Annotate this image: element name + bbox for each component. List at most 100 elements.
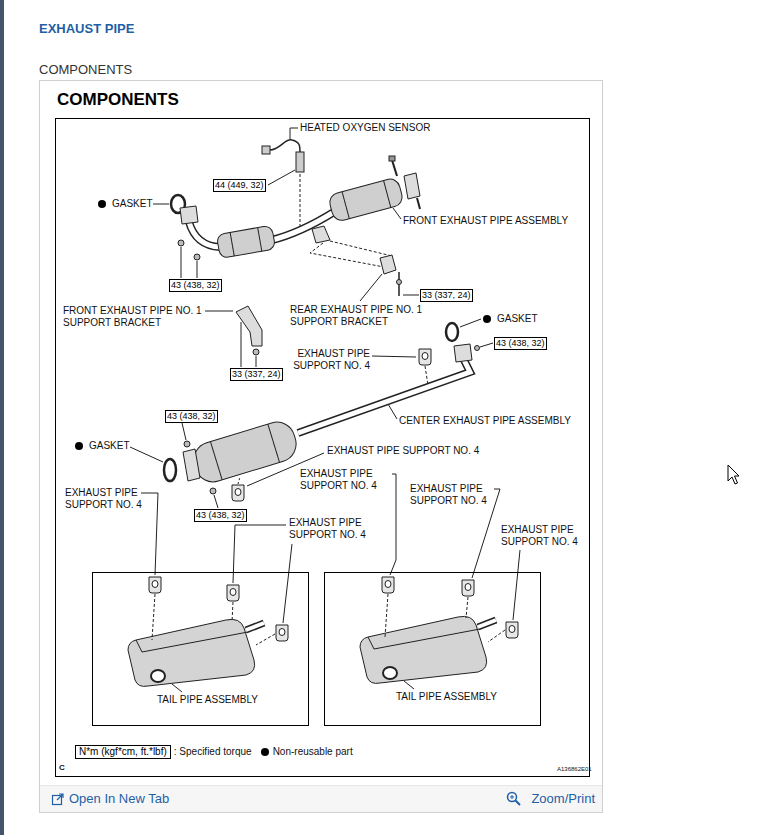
center-exhaust-pipe: [419, 349, 431, 365]
front-exhaust-pipe: [310, 241, 392, 267]
inset-box: TAIL PIPE ASSEMBLY: [92, 572, 309, 726]
part-name: EXHAUST PIPE SUPPORT NO. 4: [285, 348, 370, 372]
front-exhaust-pipe: [300, 174, 301, 226]
tail-pipe-assembly: [141, 493, 158, 575]
center-exhaust-pipe: [454, 344, 472, 362]
center-exhaust-pipe: [268, 424, 280, 462]
tail-pipe-assembly: [513, 550, 520, 620]
tail-pipe-assembly: [246, 623, 264, 630]
front-exhaust-pipe: [98, 128, 420, 367]
center-exhaust-pipe: [446, 323, 458, 341]
front-exhaust-pipe: [258, 228, 262, 252]
center-exhaust-pipe: [480, 343, 493, 347]
part-name: REAR EXHAUST PIPE NO. 1 SUPPORT BRACKET: [290, 304, 440, 328]
front-exhaust-pipe: [178, 240, 184, 246]
tail-pipe-assembly: [246, 623, 264, 630]
page-title: EXHAUST PIPE: [39, 21, 134, 37]
tail-pipe-assembly: [151, 670, 165, 682]
torque-box: 43 (438, 32): [165, 410, 218, 423]
front-exhaust-pipe: [153, 204, 169, 205]
front-exhaust-pipe: [216, 225, 275, 258]
torque-box: 44 (449, 32): [213, 179, 266, 192]
torque-value: 43 (438, 32): [167, 411, 216, 422]
page-frame: [56, 119, 590, 777]
part-name: FRONT EXHAUST PIPE NO. 1 SUPPORT BRACKET: [63, 305, 213, 329]
tail-pipe-assembly: [360, 616, 487, 683]
legend-text: : Specified torque: [174, 746, 252, 758]
part-name: GASKET: [89, 440, 130, 452]
front-exhaust-pipe: [189, 222, 220, 247]
front-exhaust-pipe: [189, 222, 220, 247]
front-exhaust-pipe: [216, 225, 275, 258]
tail-pipe-assembly: [232, 602, 233, 622]
page-frame: [0, 0, 602, 835]
page-frame: [40, 785, 602, 786]
figure-mark: C: [59, 763, 65, 772]
center-exhaust-pipe: [184, 441, 190, 447]
link-text: Open In New Tab: [69, 791, 169, 806]
page-subheading: COMPONENTS: [39, 62, 132, 78]
page-frame: [40, 785, 602, 812]
front-exhaust-pipe: [312, 226, 330, 243]
front-exhaust-pipe: [380, 255, 396, 274]
tail-pipe-assembly: [276, 625, 288, 641]
center-exhaust-pipe: [164, 459, 176, 481]
tail-pipe-assembly: [382, 577, 394, 593]
torque-box: 33 (337, 24): [420, 289, 473, 302]
front-exhaust-pipe: [268, 170, 295, 185]
tail-pipe-assembly: [404, 681, 414, 689]
link-text: Zoom/Print: [531, 791, 595, 806]
torque-box: 43 (438, 32): [494, 337, 547, 350]
front-exhaust-pipe: [270, 140, 300, 152]
center-exhaust-pipe: [483, 315, 491, 323]
part-name: HEATED OXYGEN SENSOR: [300, 122, 430, 134]
front-exhaust-pipe: [296, 152, 304, 172]
panel-heading: COMPONENTS: [57, 90, 179, 110]
link-icons: [510, 795, 514, 799]
link-icons: [57, 794, 63, 800]
center-exhaust-pipe: [75, 315, 493, 508]
tail-pipe-assembly: [478, 620, 496, 627]
front-exhaust-pipe: [397, 280, 402, 285]
inset-box: TAIL PIPE ASSEMBLY: [324, 572, 541, 726]
torque-value: 43 (438, 32): [496, 338, 545, 349]
front-exhaust-pipe: [404, 173, 420, 199]
front-exhaust-pipe: [180, 206, 198, 224]
tail-pipe-assembly: [227, 585, 239, 601]
part-name: EXHAUST PIPE SUPPORT NO. 4: [501, 524, 591, 548]
legend-torque-box: N*m (kgf*cm, ft.*lbf): [75, 745, 171, 759]
front-exhaust-pipe: [194, 254, 200, 260]
mouse-cursor: [728, 465, 739, 484]
tail-pipe-assembly: [462, 580, 474, 596]
center-exhaust-pipe: [214, 495, 218, 508]
torque-box: 43 (438, 32): [169, 279, 222, 292]
torque-box: 43 (438, 32): [194, 509, 247, 522]
center-exhaust-pipe: [475, 346, 480, 351]
part-name: EXHAUST PIPE SUPPORT NO. 4: [327, 445, 479, 457]
tail-pipe-assembly: [128, 619, 255, 686]
part-name: EXHAUST PIPE SUPPORT NO. 4: [65, 487, 155, 511]
link-icons: [508, 793, 517, 802]
center-exhaust-pipe: [460, 319, 481, 327]
legend-unit: N*m (kgf*cm, ft.*lbf): [79, 746, 167, 758]
tail-pipe-assembly: [466, 597, 468, 618]
front-exhaust-pipe: [403, 295, 419, 296]
front-exhaust-pipe: [417, 198, 420, 209]
center-exhaust-pipe: [425, 366, 428, 385]
torque-value: 33 (337, 24): [422, 290, 471, 301]
legend-text: Non-reusable part: [273, 746, 353, 758]
front-exhaust-pipe: [236, 306, 262, 346]
center-exhaust-pipe: [189, 418, 300, 487]
tail-pipe-assembly: [233, 525, 286, 583]
front-exhaust-pipe: [328, 177, 405, 223]
tail-pipe-assembly: [152, 594, 155, 640]
center-exhaust-pipe: [210, 442, 222, 480]
part-name: EXHAUST PIPE SUPPORT NO. 4: [410, 483, 500, 507]
front-exhaust-pipe: [384, 181, 391, 208]
tail-pipe-assembly: [478, 620, 496, 627]
tail-pipe-assembly: [368, 629, 480, 649]
front-exhaust-pipe: [389, 156, 395, 161]
center-exhaust-pipe: [130, 447, 163, 462]
tail-pipe-assembly: [283, 544, 292, 623]
tail-pipe-assembly: [506, 622, 518, 638]
